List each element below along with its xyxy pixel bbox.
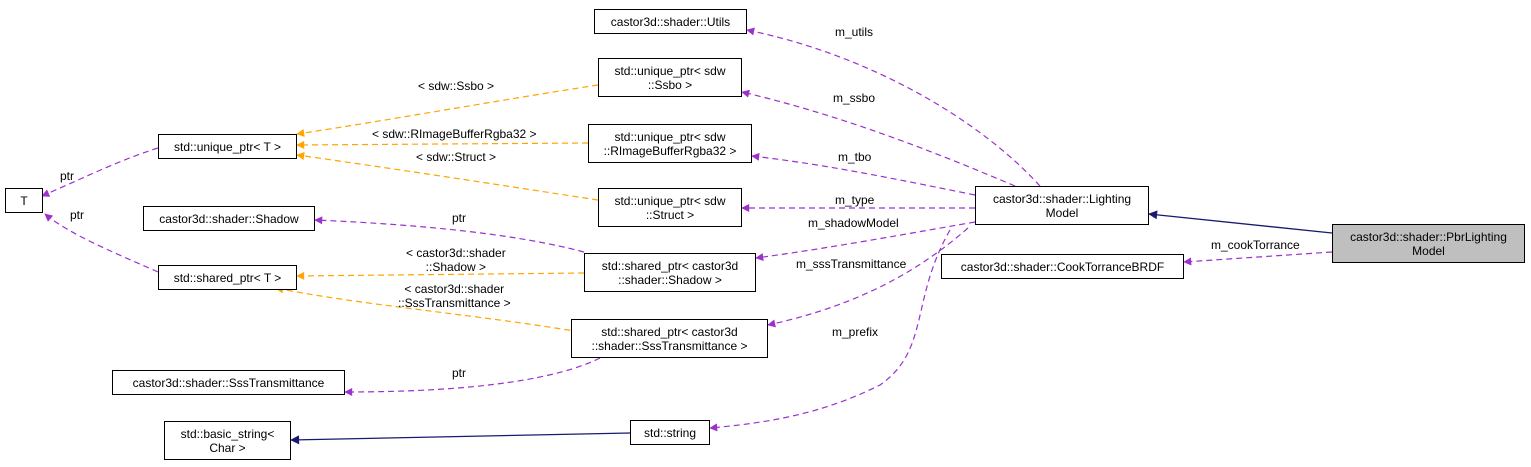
edge-label-line: m_prefix: [832, 325, 879, 339]
node-std-string[interactable]: std::string: [630, 420, 710, 445]
node-text-line: ::shader::SssTransmittance >: [591, 338, 748, 353]
node-text-line: std::unique_ptr< sdw: [614, 129, 726, 144]
edge-tmpl-castor-sss: [275, 285, 581, 333]
edge-label-line: m_sssTransmittance: [796, 257, 907, 271]
edge-label-shadow-ptr: ptr: [452, 211, 466, 225]
edge-label-m-shadowmodel: m_shadowModel: [808, 216, 899, 230]
node-text-line: Model: [1045, 205, 1079, 220]
node-text-line: std::unique_ptr< sdw: [614, 63, 726, 78]
node-text-line: castor3d::shader::Shadow: [159, 211, 299, 226]
node-unique-ptr-rimage[interactable]: std::unique_ptr< sdw::RImageBufferRgba32…: [588, 124, 752, 163]
node-text-line: std::unique_ptr< T >: [174, 139, 281, 154]
edge-m-ssstransmittance: [767, 227, 969, 328]
edge-label-line: < sdw::Struct >: [416, 150, 497, 164]
node-T[interactable]: T: [5, 188, 43, 213]
edge-label-line: ::SssTransmittance >: [398, 296, 511, 310]
edge-label-line: < castor3d::shader: [404, 282, 505, 296]
edge-label-tmpl-castor-sss: < castor3d::shader::SssTransmittance >: [398, 282, 511, 310]
edge-label-line: < sdw::Ssbo >: [418, 79, 495, 93]
edge-label-line: m_cookTorrance: [1211, 238, 1300, 252]
node-unique-ptr-struct[interactable]: std::unique_ptr< sdw::Struct >: [598, 188, 742, 227]
edge-label-line: ::Shadow >: [425, 260, 487, 274]
edge-m-cooktorrance: [1183, 251, 1333, 266]
node-unique-ptr-T[interactable]: std::unique_ptr< T >: [158, 134, 297, 159]
edge-label-tmpl-struct: < sdw::Struct >: [416, 150, 496, 164]
node-text-line: castor3d::shader::CookTorranceBRDF: [960, 259, 1165, 274]
edge-sss-ptr: [344, 357, 601, 396]
edge-m-shadowmodel: [755, 221, 976, 261]
node-shared-ptr-shadow[interactable]: std::shared_ptr< castor3d::shader::Shado…: [584, 253, 756, 292]
edge-label-m-tbo: m_tbo: [838, 150, 871, 164]
edge-label-m-cooktorrance: m_cookTorrance: [1211, 238, 1300, 252]
edge-label-line: m_utils: [835, 25, 874, 39]
node-unique-ptr-ssbo[interactable]: std::unique_ptr< sdw::Ssbo >: [598, 58, 742, 97]
node-text-line: ::Struct >: [645, 207, 695, 222]
node-text-line: std::string: [643, 425, 697, 440]
edge-label-m-ssstransmittance: m_sssTransmittance: [796, 257, 906, 271]
edge-label-tmpl-ssbo: < sdw::Ssbo >: [418, 79, 494, 93]
edge-m-ssbo: [741, 89, 1016, 187]
edge-label-line: m_shadowModel: [808, 216, 899, 230]
node-text-line: std::shared_ptr< castor3d: [601, 324, 738, 339]
edge-label-tmpl-castor-shadow: < castor3d::shader::Shadow >: [406, 246, 506, 274]
node-shared-ptr-T[interactable]: std::shared_ptr< T >: [158, 265, 297, 290]
node-shared-ptr-sss[interactable]: std::shared_ptr< castor3d::shader::SssTr…: [571, 319, 768, 358]
node-text-line: castor3d::shader::Utils: [610, 14, 731, 29]
node-basic-string[interactable]: std::basic_string<Char >: [164, 421, 291, 460]
node-text-line: std::shared_ptr< T >: [173, 270, 282, 285]
edge-label-line: ptr: [452, 211, 467, 225]
node-text-line: castor3d::shader::SssTransmittance: [132, 375, 325, 390]
edge-m-tbo: [751, 152, 976, 196]
edge-uniqueptr-ptr-T: [41, 147, 159, 197]
edge-tmpl-struct: [296, 152, 599, 201]
node-text-line: castor3d::shader::Lighting: [992, 191, 1132, 206]
node-text-line: T: [20, 193, 28, 208]
edge-label-shared-ptr: ptr: [70, 208, 84, 222]
edge-label-line: < castor3d::shader: [406, 246, 506, 260]
edge-label-tmpl-rimage: < sdw::RImageBufferRgba32 >: [372, 127, 537, 141]
edge-label-utils-ptr: ptr: [60, 169, 74, 183]
edge-label-sss-ptr: ptr: [452, 366, 466, 380]
edge-m-prefix: [709, 229, 951, 432]
edge-label-m-prefix: m_prefix: [832, 325, 878, 339]
node-sss-transmittance[interactable]: castor3d::shader::SssTransmittance: [112, 370, 345, 395]
node-shadow[interactable]: castor3d::shader::Shadow: [143, 206, 315, 231]
edge-label-line: m_type: [835, 193, 875, 207]
node-cook-torrance-brdf[interactable]: castor3d::shader::CookTorranceBRDF: [941, 254, 1184, 279]
edge-label-line: ptr: [60, 169, 75, 183]
node-utils[interactable]: castor3d::shader::Utils: [594, 9, 747, 34]
edge-label-m-ssbo: m_ssbo: [833, 91, 875, 105]
node-text-line: ::RImageBufferRgba32 >: [603, 143, 737, 158]
edge-label-m-utils: m_utils: [835, 25, 873, 39]
edge-m-utils: [746, 27, 1041, 187]
edge-label-line: m_ssbo: [833, 91, 876, 105]
node-text-line: castor3d::shader::PbrLighting: [1350, 229, 1507, 244]
edge-label-line: m_tbo: [838, 150, 872, 164]
edge-label-m-type: m_type: [835, 193, 874, 207]
edge-sharedptr-ptr-T: [44, 213, 159, 273]
edge-string-inherits-basic-string: [290, 432, 631, 445]
edge-tmpl-castor-shadow: [296, 271, 585, 280]
node-text-line: Char >: [209, 440, 246, 455]
edge-tmpl-ssbo: [296, 84, 599, 137]
edge-label-line: ptr: [452, 366, 467, 380]
node-text-line: ::Ssbo >: [647, 77, 693, 92]
edge-label-line: < sdw::RImageBufferRgba32 >: [372, 127, 537, 141]
edge-pbr-inherits-lighting: [1148, 210, 1333, 234]
edge-label-line: ptr: [70, 208, 85, 222]
node-text-line: ::shader::Shadow >: [618, 272, 722, 287]
node-text-line: std::unique_ptr< sdw: [614, 193, 726, 208]
node-text-line: std::basic_string<: [180, 426, 275, 441]
node-text-line: std::shared_ptr< castor3d: [601, 258, 739, 273]
edge-tmpl-rimage: [296, 140, 589, 149]
node-text-line: Model: [1412, 243, 1445, 258]
